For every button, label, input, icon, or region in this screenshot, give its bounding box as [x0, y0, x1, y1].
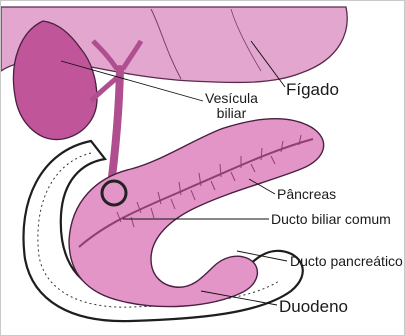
label-vesicula-line1: Vesícula	[205, 91, 258, 106]
label-pancreas: Pâncreas	[277, 187, 336, 202]
label-duodeno: Duodeno	[279, 298, 348, 317]
label-ducto-pancreatico: Ducto pancreático	[290, 254, 403, 269]
label-figado: Fígado	[286, 81, 339, 100]
label-ducto-biliar-comum: Ducto biliar comum	[271, 212, 391, 227]
label-vesicula-biliar: Vesícula biliar	[205, 91, 258, 122]
label-vesicula-line2: biliar	[205, 106, 258, 121]
